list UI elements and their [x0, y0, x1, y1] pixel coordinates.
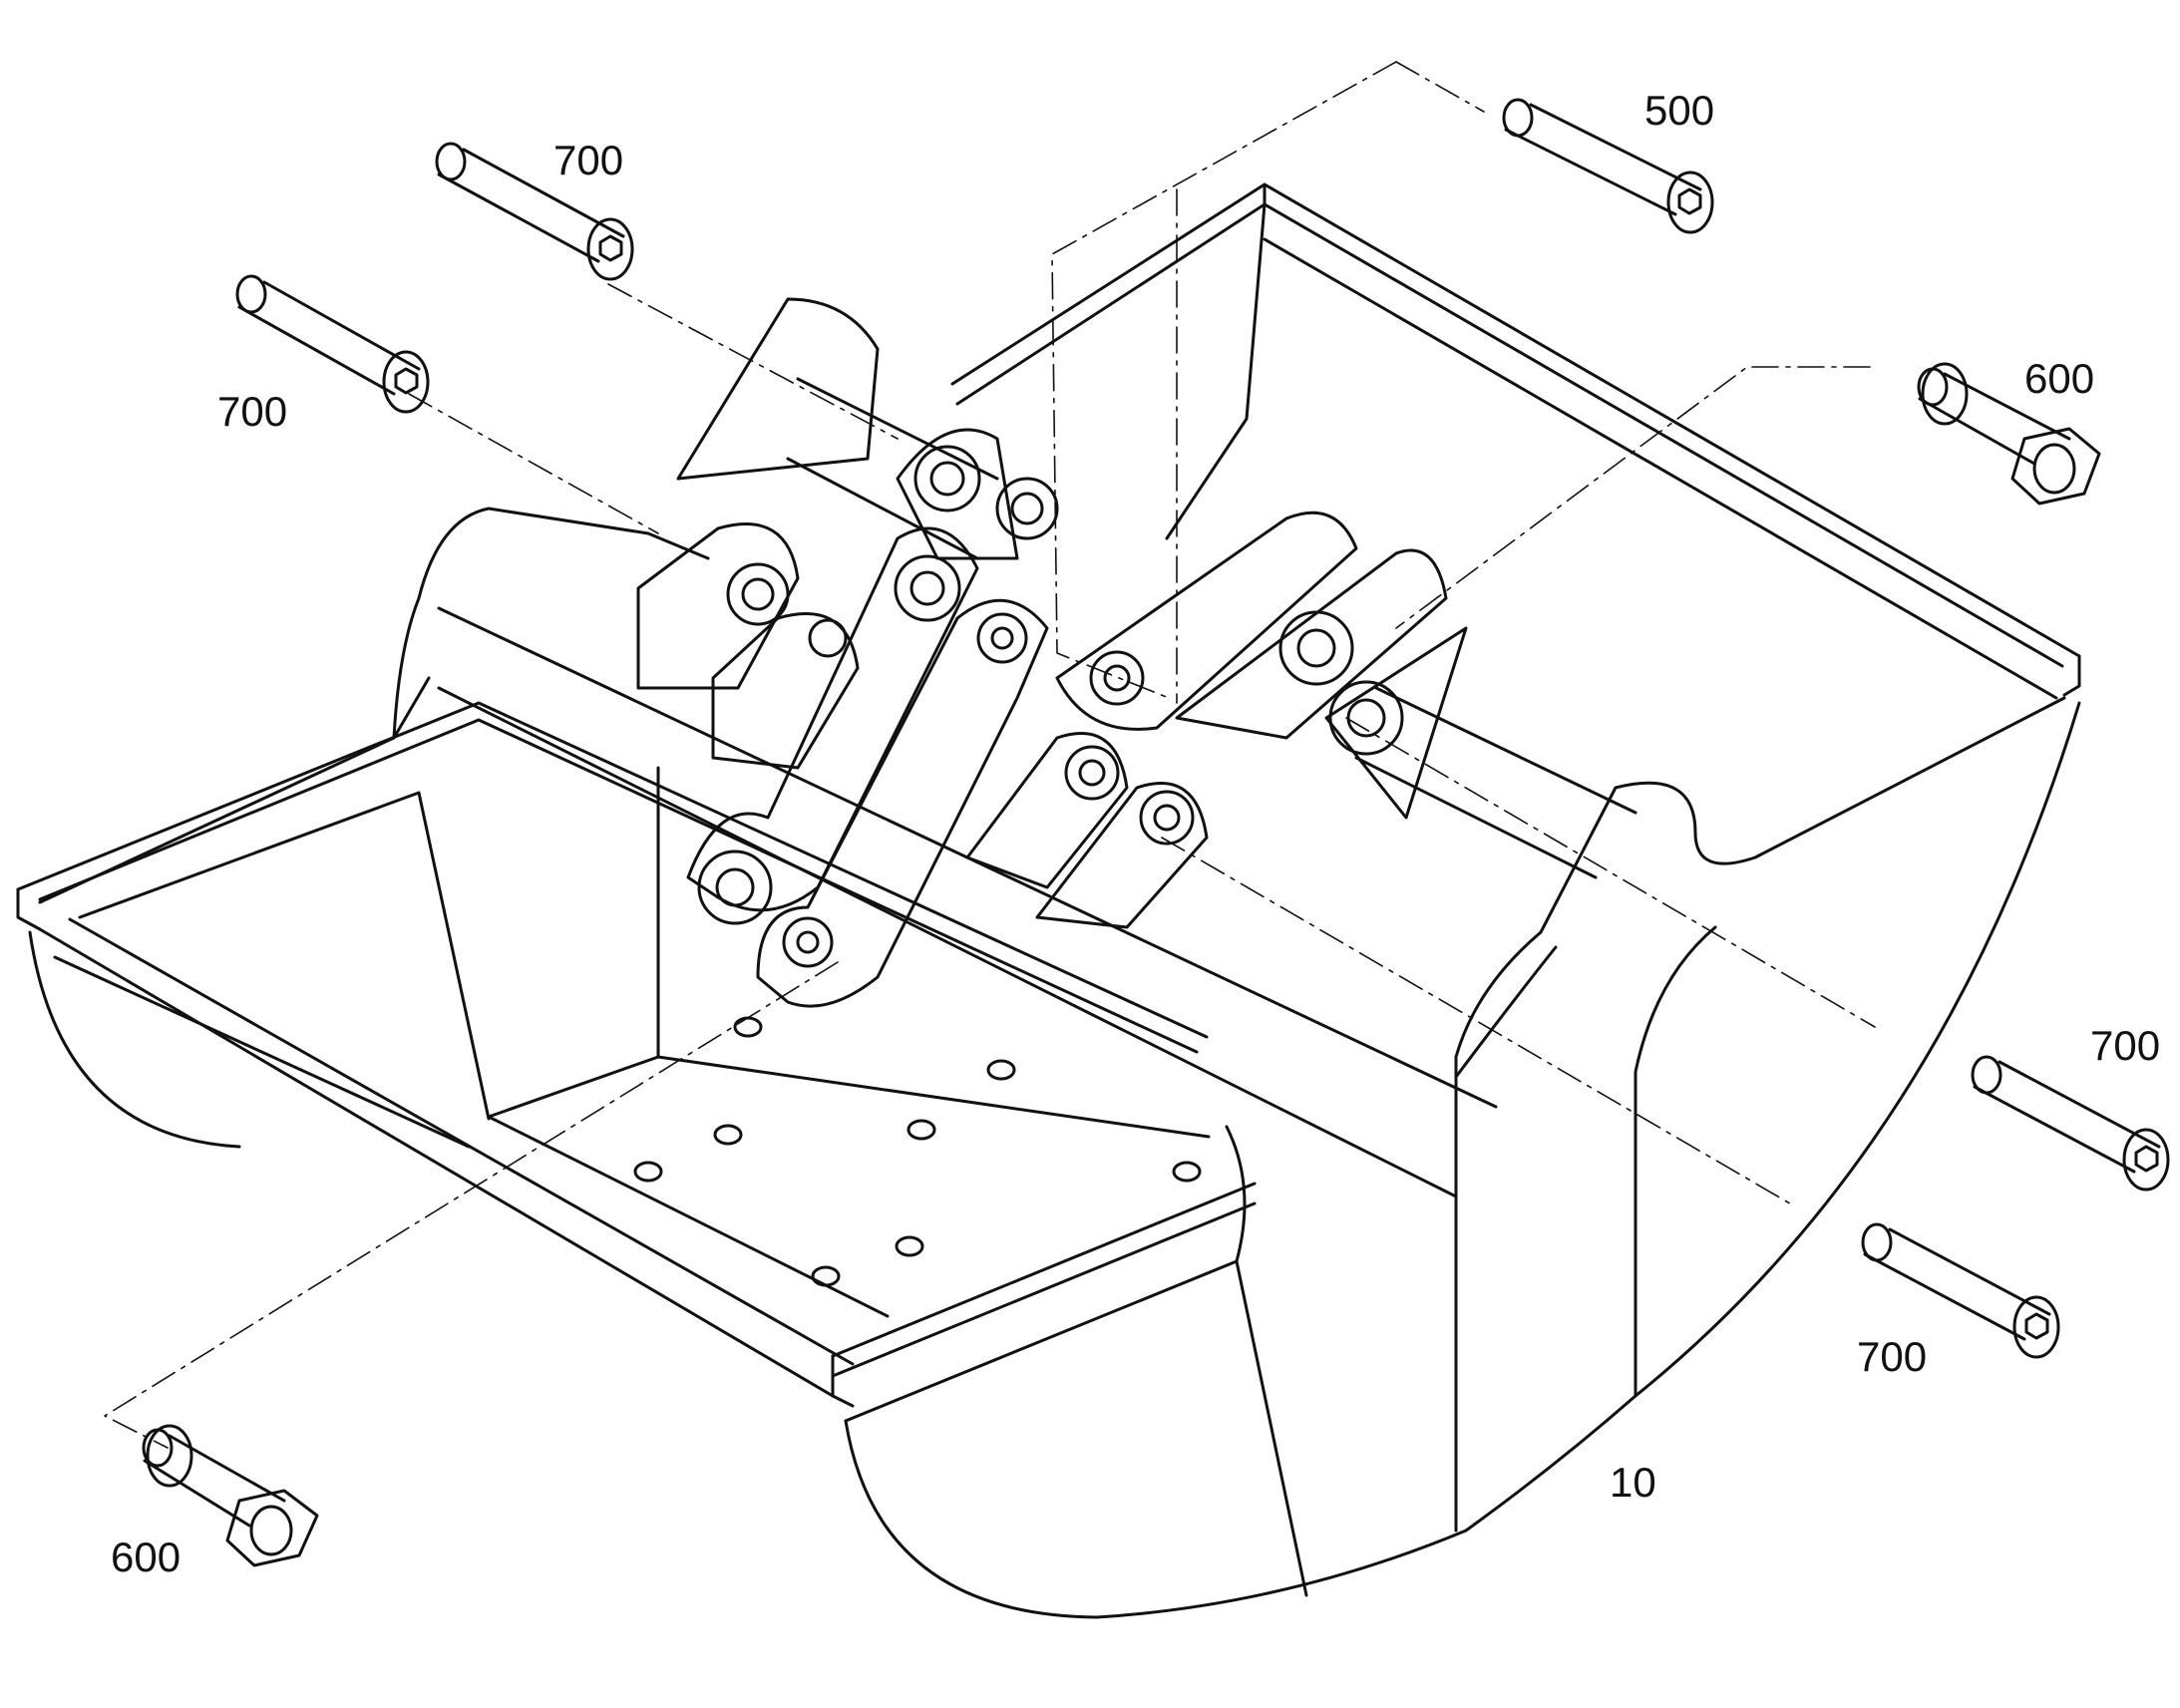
lock-pin-600-right — [1917, 362, 2101, 506]
label-lock-pin-600-left: 600 — [111, 1534, 182, 1580]
pin-700-upper-left-2 — [235, 274, 430, 414]
pin-700-right-lower — [1861, 1222, 2060, 1359]
pin-700-upper-left-1 — [435, 142, 634, 281]
label-pin-700-upper-left-1: 700 — [553, 137, 624, 183]
bucket-body — [16, 182, 2081, 1619]
label-pin-700-right-lower: 700 — [1857, 1333, 1928, 1380]
pin-500 — [1502, 98, 1714, 234]
lock-pin-600-left — [142, 1424, 319, 1567]
label-pin-500: 500 — [1644, 87, 1715, 134]
pin-700-right-upper — [1971, 1055, 2170, 1192]
label-pin-700-upper-left-2: 700 — [217, 388, 288, 435]
label-bucket-10: 10 — [1610, 1459, 1656, 1506]
bracket-lugs — [636, 297, 1468, 1008]
label-pin-700-right-upper: 700 — [2090, 1022, 2161, 1069]
label-lock-pin-600-right: 600 — [2024, 355, 2095, 402]
